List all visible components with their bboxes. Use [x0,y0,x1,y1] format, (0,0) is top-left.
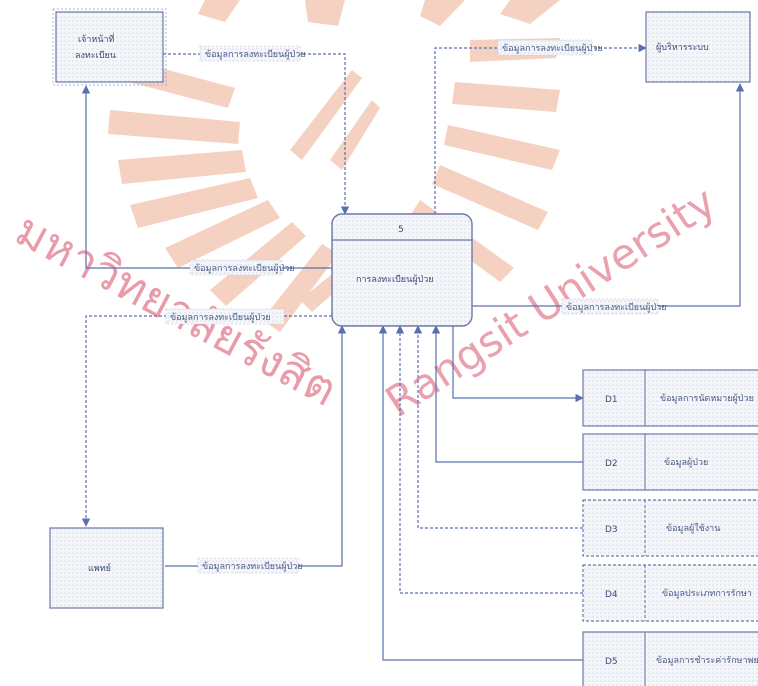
datastores: D1 ข้อมูลการนัดหมายผู้ป่วย D2 ข้อมูลผู้ป… [583,370,758,686]
datastore-d4-name: ข้อมูลประเภทการรักษา [662,588,752,599]
datastore-d5-id: D5 [605,657,618,667]
entity-executive[interactable]: ผู้บริหารระบบ [646,12,750,82]
datastore-d3[interactable]: D3 ข้อมูลผู้ใช้งาน [583,500,758,556]
entity-registrar-line2: ลงทะเบียน [75,50,116,61]
datastore-d2[interactable]: D2 ข้อมูลผู้ป่วย [583,434,758,490]
entity-registrar[interactable]: เจ้าหน้าที่ ลงทะเบียน [53,9,166,85]
datastore-d3-id: D3 [605,525,618,535]
datastore-d4-id: D4 [605,590,618,600]
datastore-d5-name: ข้อมูลการชำระค่ารักษาพยาบาล [656,655,758,666]
datastore-d4[interactable]: D4 ข้อมูลประเภทการรักษา [583,565,758,621]
process-5[interactable]: 5 การลงทะเบียนผู้ป่วย [332,214,472,326]
datastore-d3-name: ข้อมูลผู้ใช้งาน [666,523,720,534]
datastore-d1[interactable]: D1 ข้อมูลการนัดหมายผู้ป่วย [583,370,758,426]
datastore-d1-id: D1 [605,395,618,405]
label-to-doctor: ข้อมูลการลงทะเบียนผู้ป่วย [170,312,271,323]
datastore-d5[interactable]: D5 ข้อมูลการชำระค่ารักษาพยาบาล [583,632,758,686]
process-name: การลงทะเบียนผู้ป่วย [356,274,434,285]
entity-executive-label: ผู้บริหารระบบ [656,42,709,53]
label-from-registrar: ข้อมูลการลงทะเบียนผู้ป่วย [194,263,295,274]
datastore-d1-name: ข้อมูลการนัดหมายผู้ป่วย [660,393,754,404]
label-from-doctor: ข้อมูลการลงทะเบียนผู้ป่วย [202,561,303,572]
label-from-process-right: ข้อมูลการลงทะเบียนผู้ป่วย [566,302,667,313]
entity-doctor[interactable]: แพทย์ [50,528,163,608]
label-to-registrar: ข้อมูลการลงทะเบียนผู้ป่วย [205,49,306,60]
datastore-d2-name: ข้อมูลผู้ป่วย [664,457,708,468]
process-number: 5 [398,225,404,235]
label-to-executive: ข้อมูลการลงทะเบียนผู้ป่วย [502,43,603,54]
entity-doctor-label: แพทย์ [88,562,111,574]
datastore-d2-id: D2 [605,459,618,469]
